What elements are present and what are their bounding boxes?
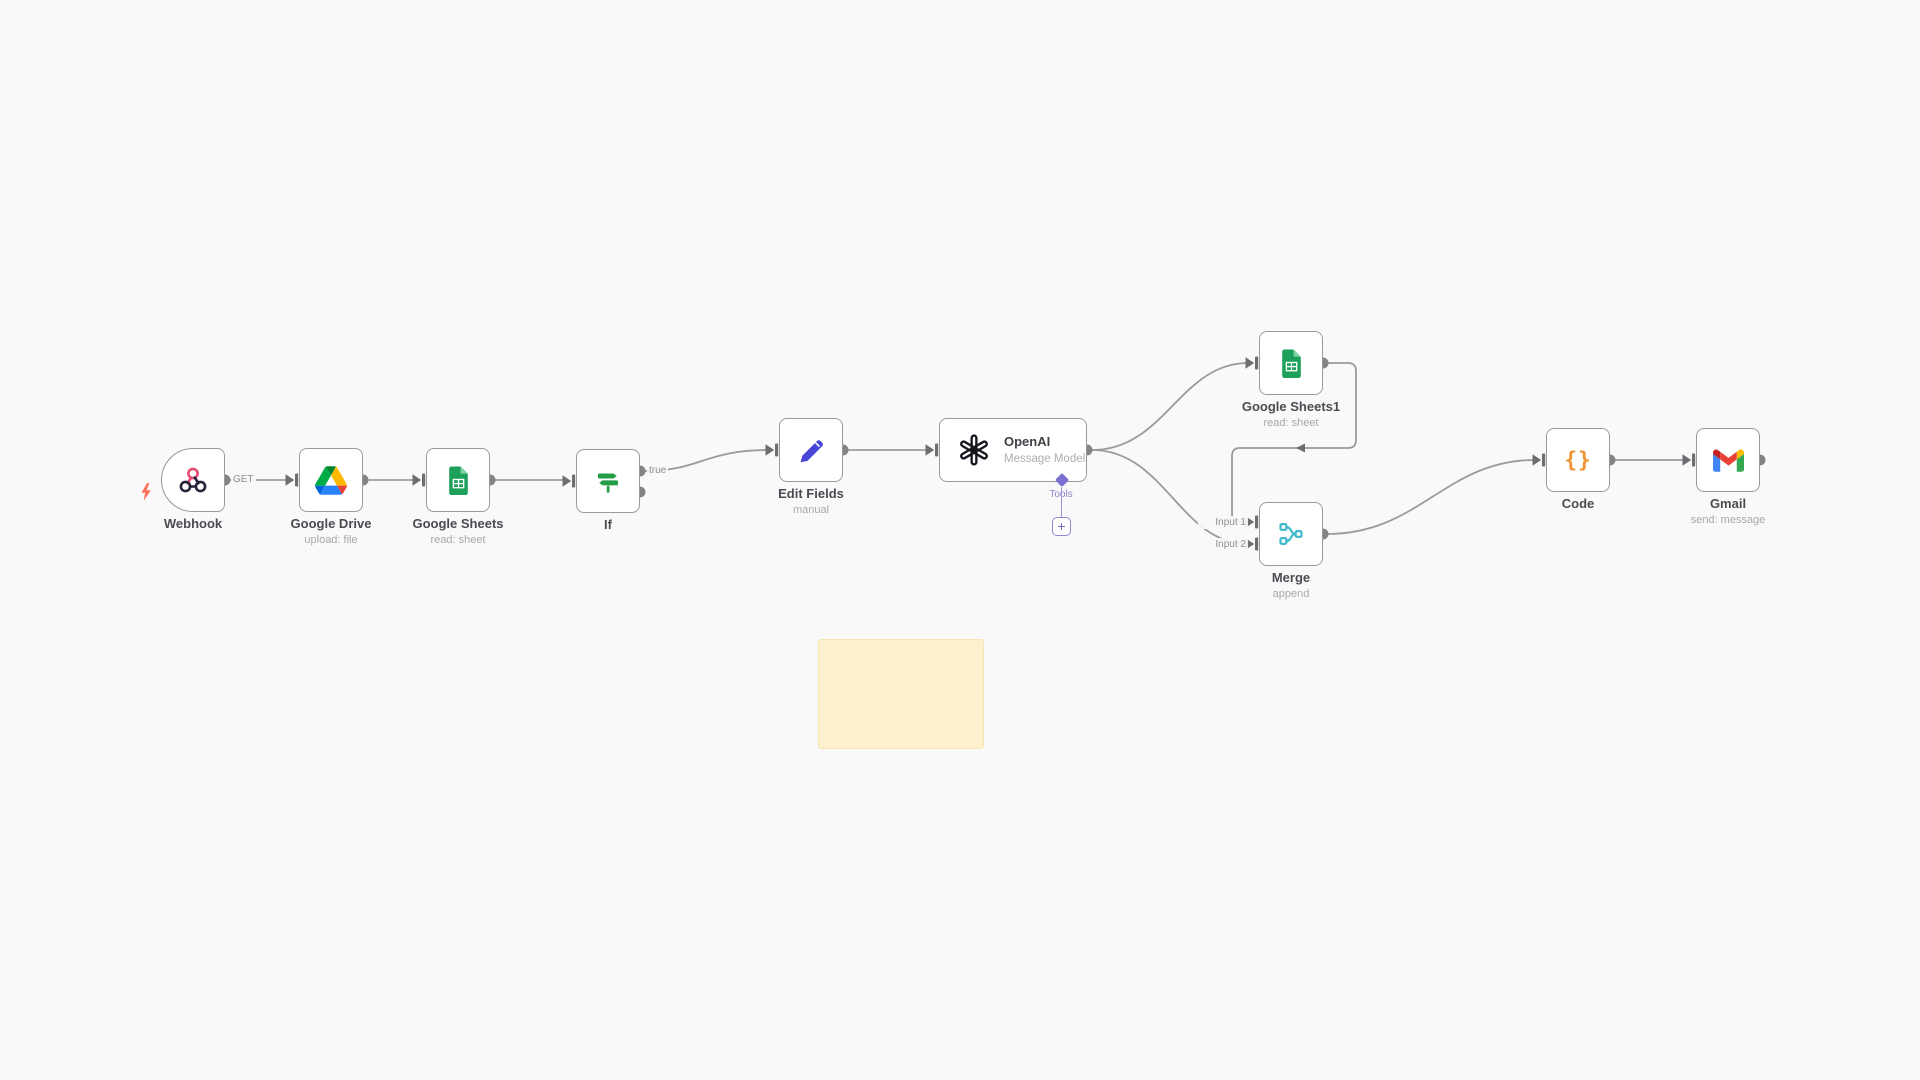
node-subtitle: append bbox=[1272, 588, 1310, 600]
node-subtitle: read: sheet bbox=[430, 534, 486, 546]
node-subtitle: send: message bbox=[1690, 514, 1766, 526]
node-edit-fields[interactable]: Edit Fields manual bbox=[778, 418, 844, 516]
google-sheets-icon bbox=[448, 466, 468, 495]
node-merge[interactable]: Merge append bbox=[1259, 502, 1323, 600]
node-label: If bbox=[604, 517, 612, 532]
webhook-icon bbox=[179, 467, 207, 493]
node-webhook[interactable]: Webhook bbox=[161, 448, 225, 531]
node-if[interactable]: If bbox=[576, 449, 640, 532]
merge-icon bbox=[1279, 522, 1303, 546]
node-code[interactable]: {} Code bbox=[1546, 428, 1610, 511]
add-tool-button[interactable]: + bbox=[1052, 517, 1071, 536]
node-label: Gmail bbox=[1709, 496, 1747, 511]
node-subtitle: manual bbox=[792, 504, 830, 516]
connection-openai-googlesheets1[interactable] bbox=[1091, 362, 1249, 451]
node-openai[interactable]: OpenAI Message Model bbox=[939, 418, 1087, 482]
input-handle bbox=[765, 443, 779, 457]
input-handle bbox=[562, 474, 576, 488]
input-handle bbox=[1532, 453, 1546, 467]
if-true-branch-label: true bbox=[647, 464, 669, 477]
node-label: Merge bbox=[1271, 570, 1311, 585]
node-google-drive[interactable]: Google Drive upload: file bbox=[291, 448, 371, 546]
node-label: Webhook bbox=[163, 516, 223, 531]
node-label: Google Drive bbox=[290, 516, 372, 531]
input-handle bbox=[412, 473, 426, 487]
node-subtitle: upload: file bbox=[304, 534, 358, 546]
node-subtitle: Message Model bbox=[1004, 452, 1086, 465]
connection-merge-code[interactable] bbox=[1326, 459, 1536, 535]
edit-pencil-icon bbox=[800, 439, 823, 462]
google-drive-icon bbox=[315, 465, 347, 495]
input-handle bbox=[925, 443, 939, 457]
gmail-icon bbox=[1712, 449, 1744, 472]
node-google-sheets1[interactable]: Google Sheets1 read: sheet bbox=[1242, 331, 1340, 429]
node-label: Edit Fields bbox=[778, 486, 844, 501]
openai-icon bbox=[960, 434, 988, 466]
if-signpost-icon bbox=[598, 473, 618, 493]
node-gmail[interactable]: Gmail send: message bbox=[1691, 428, 1765, 526]
webhook-method-label: GET bbox=[231, 473, 256, 486]
merge-input2-label: Input 2 bbox=[1198, 538, 1248, 551]
input-handle bbox=[1682, 453, 1696, 467]
node-label: Code bbox=[1561, 496, 1595, 511]
node-subtitle: read: sheet bbox=[1263, 417, 1319, 429]
input-handle bbox=[1245, 356, 1259, 370]
connection-openai-merge-input2[interactable] bbox=[1091, 449, 1249, 545]
google-sheets-icon bbox=[1281, 349, 1301, 378]
node-label: Google Sheets bbox=[412, 516, 504, 531]
input-handle bbox=[285, 473, 299, 487]
node-label: Google Sheets1 bbox=[1241, 399, 1341, 414]
tools-connector-line bbox=[1060, 487, 1062, 517]
node-google-sheets[interactable]: Google Sheets read: sheet bbox=[412, 448, 504, 546]
node-label: OpenAI bbox=[1004, 433, 1051, 449]
sticky-note[interactable] bbox=[818, 639, 984, 749]
execute-trigger-bolt-icon bbox=[141, 483, 151, 501]
code-braces-icon: {} bbox=[1564, 448, 1592, 472]
merge-input1-label: Input 1 bbox=[1198, 516, 1248, 529]
connection-direction-arrow bbox=[1296, 443, 1305, 453]
